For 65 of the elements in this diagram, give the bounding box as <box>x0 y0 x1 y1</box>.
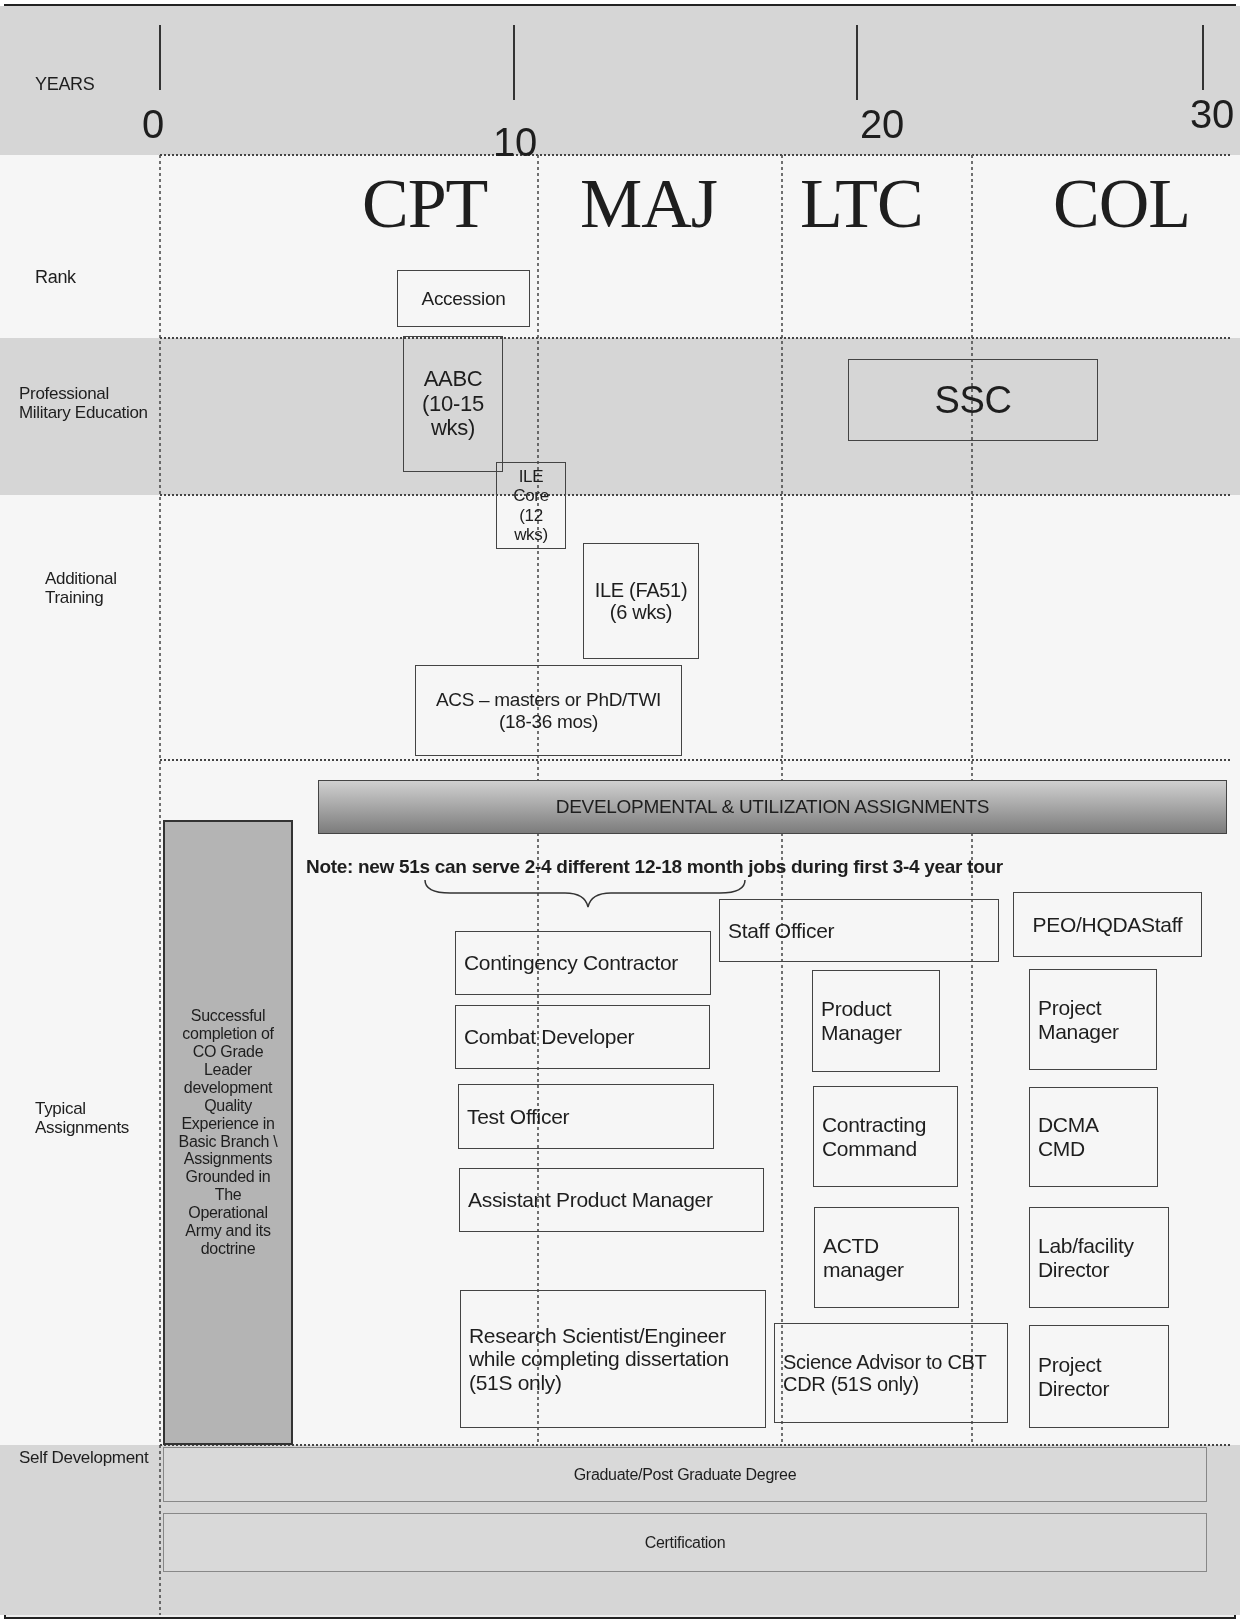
course-box <box>496 462 566 549</box>
job-title: ACTD manager <box>823 1234 905 1281</box>
year-number: 30 <box>1190 92 1234 136</box>
row-label: Additional Training <box>45 570 118 608</box>
job-title: Project Director <box>1038 1353 1111 1400</box>
job-title: Contracting Command <box>822 1113 928 1160</box>
assignment-box <box>455 931 711 995</box>
banner-title: DEVELOPMENTAL & UTILIZATION ASSIGNMENTS <box>555 796 990 818</box>
assignment-box <box>1029 1087 1158 1187</box>
axis-title: YEARS <box>35 75 95 95</box>
course-name: AABC (10-15 wks) <box>421 367 485 441</box>
assignment-box <box>774 1323 1008 1423</box>
job-title: Lab/facility Director <box>1038 1234 1135 1281</box>
course-box <box>397 270 530 327</box>
rank-name: LTC <box>800 165 923 242</box>
section-banner <box>318 780 1227 834</box>
assignment-box <box>460 1290 766 1428</box>
row-label: Rank <box>35 268 76 288</box>
course-box <box>403 336 503 472</box>
course-name: ACS – masters or PhD/TWI (18-36 mos) <box>434 689 663 732</box>
job-title: DCMA CMD <box>1038 1113 1099 1161</box>
rank-name: CPT <box>362 165 488 242</box>
year-number: 20 <box>860 102 904 146</box>
assignment-box <box>814 1207 959 1308</box>
job-title: Project Manager <box>1038 996 1120 1043</box>
panel-text: Successful completion of CO Grade Leader development Quality Experience in Basic Branch \ Assignments Grounded in The Operational Army and its doctrine <box>177 1007 279 1258</box>
row-label: Professional Military Education <box>19 385 149 423</box>
rank-name: MAJ <box>580 165 718 242</box>
development-bar <box>163 1513 1207 1572</box>
bar-label: Certification <box>644 1533 726 1552</box>
job-title: Contingency Contractor <box>464 951 678 975</box>
course-name: SSC <box>934 378 1012 422</box>
assignment-box <box>455 1005 710 1069</box>
course-name: ILE (FA51)(6 wks) <box>593 578 689 624</box>
row-label: Typical Assignments <box>35 1100 131 1138</box>
assignment-box <box>813 1086 958 1187</box>
job-title: Research Scientist/Engineer while completing dissertation (51S only) <box>469 1323 730 1395</box>
assignment-box <box>1029 969 1157 1070</box>
rank-name: COL <box>1053 165 1190 242</box>
development-bar <box>163 1447 1207 1502</box>
note-text: Note: new 51s can serve 2-4 different 12-18 month jobs during first 3-4 year tour <box>306 857 1003 878</box>
bar-label: Graduate/Post Graduate Degree <box>573 1465 797 1484</box>
job-title: Product Manager <box>821 997 903 1045</box>
course-name: Accession <box>421 287 506 310</box>
assignment-box <box>458 1084 714 1149</box>
job-title: PEO/HQDAStaff <box>1032 912 1183 937</box>
course-box <box>415 665 682 756</box>
job-title: Science Advisor to CBT CDR (51S only) <box>783 1350 988 1396</box>
year-number: 10 <box>493 120 537 164</box>
job-title: Staff Officer <box>728 918 835 943</box>
assignment-box <box>812 970 940 1072</box>
assignment-box <box>719 899 999 962</box>
course-box <box>848 359 1098 441</box>
job-title: Test Officer <box>467 1104 570 1129</box>
assignment-box <box>1029 1207 1169 1308</box>
course-box <box>583 543 699 659</box>
row-label: Self Development <box>19 1449 149 1468</box>
assignment-box <box>1029 1325 1169 1428</box>
job-title: Combat Developer <box>464 1025 635 1049</box>
assignment-box <box>1013 892 1202 957</box>
assignment-box <box>459 1168 764 1232</box>
prerequisite-panel <box>163 820 293 1445</box>
course-name: ILE Core (12 wks) <box>512 467 550 544</box>
job-title: Assistant Product Manager <box>468 1188 713 1212</box>
year-number: 0 <box>142 102 164 146</box>
